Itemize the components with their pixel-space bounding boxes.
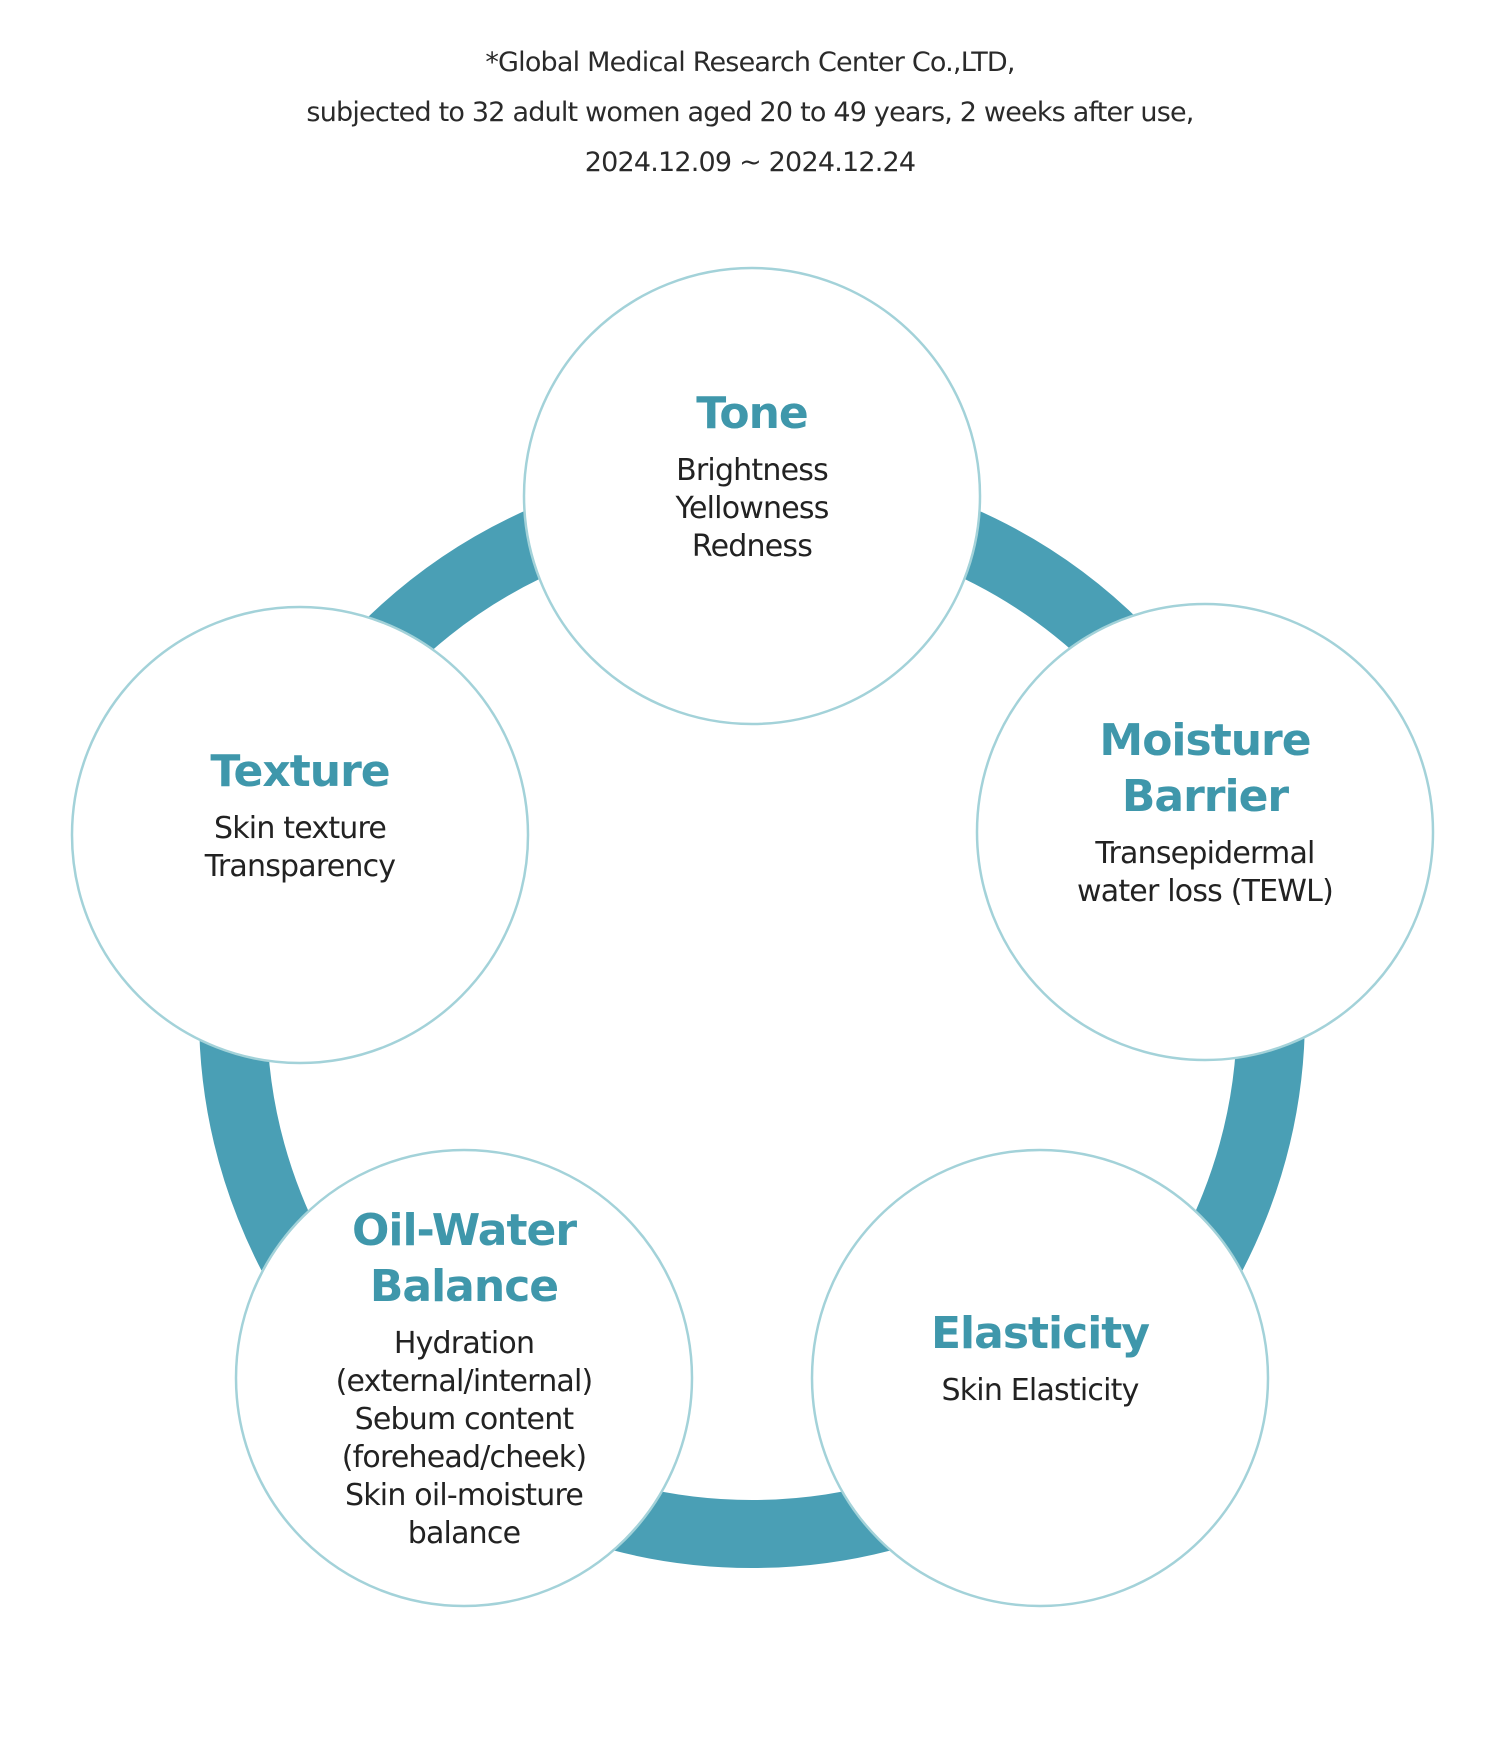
node-circle-tone (522, 266, 982, 726)
node-circle-elasticity (810, 1148, 1270, 1608)
description-line: Sebum content (354, 1402, 575, 1437)
node-description: Hydration(external/internal)Sebum conten… (335, 1325, 594, 1553)
description-line: Brightness (676, 453, 829, 488)
node-description: Skin Elasticity (941, 1372, 1139, 1410)
title-line: Elasticity (930, 1308, 1150, 1359)
description-line: Redness (691, 529, 813, 564)
node-circle-oil-water-balance (234, 1148, 694, 1608)
description-line: Skin Elasticity (941, 1373, 1139, 1408)
node-title: Tone (696, 386, 809, 442)
node-circle-texture (70, 605, 530, 1065)
description-line: Transepidermal (1095, 836, 1315, 871)
description-line: Hydration (393, 1326, 535, 1361)
description-line: Transparency (204, 849, 396, 884)
title-line: Oil-Water (351, 1205, 577, 1256)
note-line: *Global Medical Research Center Co.,LTD, (485, 47, 1015, 78)
node-title: Texture (210, 744, 390, 800)
description-line: Skin oil-moisture (344, 1478, 584, 1513)
description-line: water loss (TEWL) (1077, 874, 1334, 909)
study-note: *Global Medical Research Center Co.,LTD,… (0, 38, 1500, 188)
description-line: Yellowness (675, 491, 829, 526)
title-line: Tone (696, 388, 809, 439)
description-line: (external/internal) (335, 1364, 594, 1399)
note-line: subjected to 32 adult women aged 20 to 4… (306, 97, 1194, 128)
title-line: Barrier (1121, 771, 1289, 822)
node-circle-moisture-barrier (975, 602, 1435, 1062)
description-line: balance (407, 1516, 521, 1551)
description-line: Skin texture (213, 811, 387, 846)
description-line: (forehead/cheek) (341, 1440, 587, 1475)
note-line: 2024.12.09 ~ 2024.12.24 (584, 147, 916, 178)
node-title: Elasticity (930, 1306, 1150, 1362)
title-line: Texture (210, 746, 390, 797)
title-line: Moisture (1099, 715, 1311, 766)
title-line: Balance (369, 1261, 559, 1312)
